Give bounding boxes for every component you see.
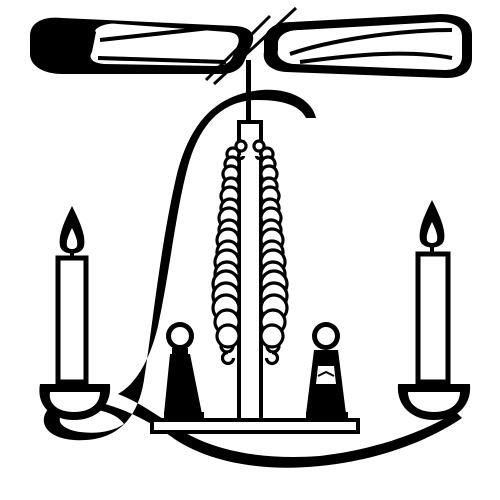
tree-curl	[215, 323, 241, 366]
axis-shaft-top	[246, 60, 251, 122]
candle-icon	[39, 200, 471, 420]
propeller-blade-left-crease	[97, 26, 227, 64]
tree-curl	[259, 323, 285, 366]
candle-right	[397, 200, 471, 420]
figure-left	[164, 322, 204, 420]
axis-shaft	[237, 120, 263, 424]
propeller-hub	[204, 6, 298, 86]
figure-right	[306, 322, 348, 420]
propeller-icon	[30, 6, 472, 86]
platform-icon	[150, 418, 360, 434]
figure-icon	[164, 322, 348, 420]
propeller-blade-right-crease	[289, 28, 453, 64]
platform-plate	[150, 418, 360, 434]
spiral-tree-icon	[211, 139, 289, 366]
tree-curl	[252, 139, 266, 161]
propeller-blade-left-inner	[90, 23, 239, 66]
candle-left	[39, 206, 111, 420]
pyramid-axis	[237, 60, 263, 424]
tree-curl	[234, 139, 248, 161]
